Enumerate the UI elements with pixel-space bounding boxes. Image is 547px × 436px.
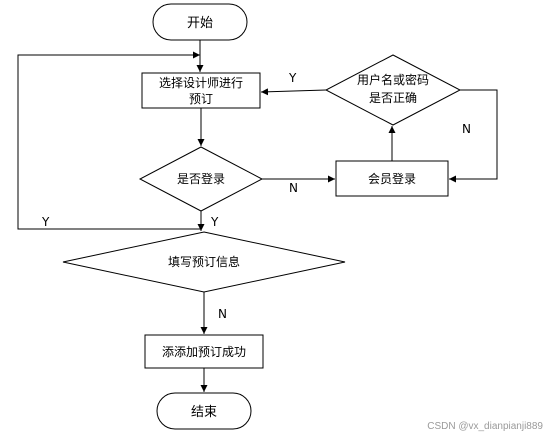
arrow-credentials-yes-to-select	[260, 88, 327, 96]
is-logged-in-node: 是否登录	[138, 146, 264, 212]
select-designer-label-line2: 预订	[189, 92, 213, 106]
select-designer-label-line1: 选择设计师进行	[159, 76, 243, 90]
end-node: 结束	[156, 392, 252, 430]
credentials-check-node: 用户名或密码 是否正确	[324, 54, 462, 126]
connectors	[17, 40, 498, 392]
add-success-label: 添添加预订成功	[162, 345, 246, 359]
member-login-node: 会员登录	[335, 160, 449, 197]
start-node: 开始	[152, 3, 248, 41]
edge-label-login-yes-loop: Y	[41, 215, 50, 229]
edge-label-credentials-no: N	[462, 122, 471, 136]
edge-label-credentials-yes: Y	[288, 71, 297, 85]
edge-label-login-yes: Y	[210, 215, 219, 229]
end-label: 结束	[191, 405, 217, 420]
arrow-credentials-no-to-member-login	[449, 89, 498, 183]
select-designer-node: 选择设计师进行 预订	[141, 72, 261, 109]
start-label: 开始	[187, 16, 213, 31]
add-success-node: 添添加预订成功	[144, 334, 264, 369]
credentials-check-label-line2: 是否正确	[369, 91, 417, 105]
member-login-label: 会员登录	[368, 171, 416, 186]
fill-info-node: 填写预订信息	[62, 231, 346, 293]
fill-info-label: 填写预订信息	[168, 254, 240, 269]
credentials-check-label-line1: 用户名或密码	[357, 72, 429, 87]
edge-label-login-no: N	[289, 181, 298, 195]
edge-label-fill-no: N	[218, 307, 227, 321]
is-logged-in-label: 是否登录	[177, 171, 225, 186]
watermark: CSDN @vx_dianpianji889	[427, 421, 543, 432]
